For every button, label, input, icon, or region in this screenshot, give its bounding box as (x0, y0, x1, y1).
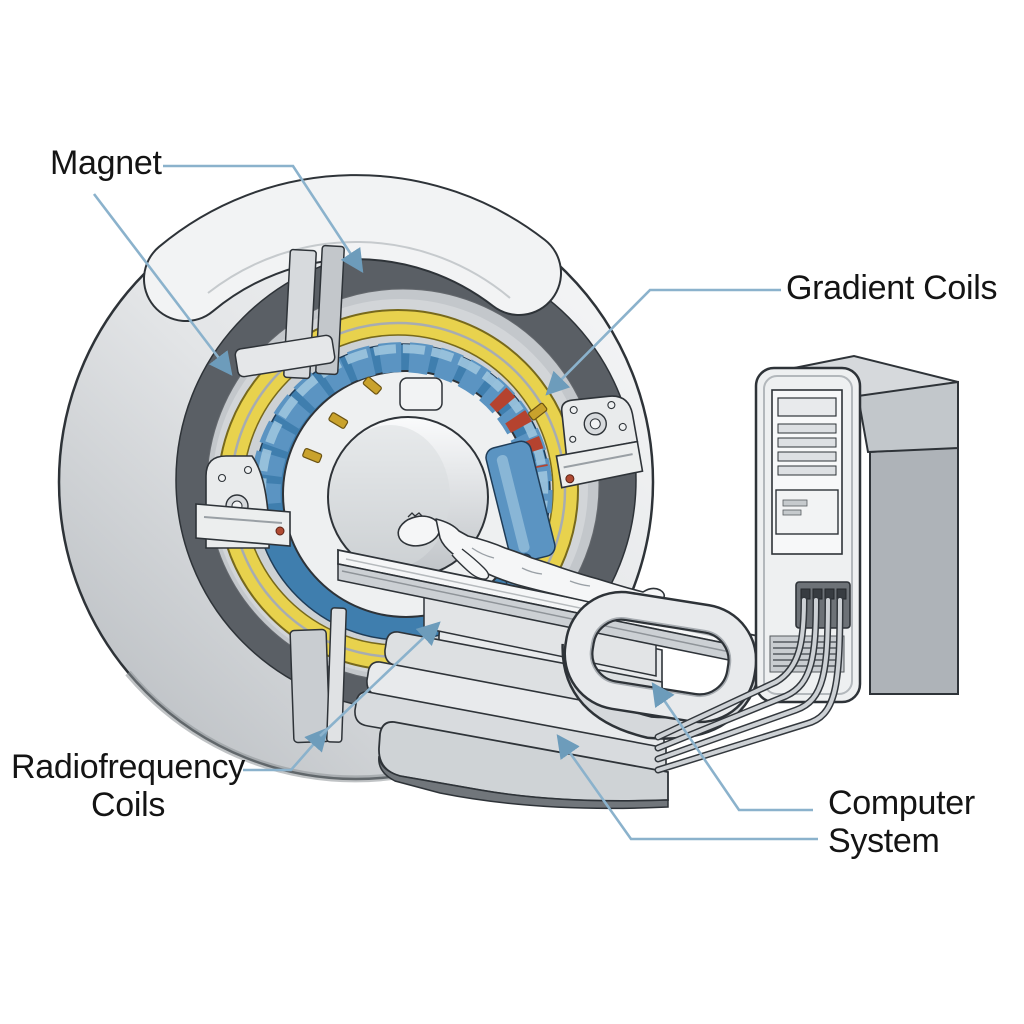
left-bracket (195, 455, 291, 549)
right-bracket (555, 395, 644, 489)
label-radiofrequency-coils: Radiofrequency Coils (6, 748, 250, 824)
patient-face-detail (407, 512, 423, 518)
bore-inner-shadow (330, 425, 450, 569)
label-computer-system: Computer System (828, 784, 975, 860)
magnet-leader-b (92, 193, 233, 376)
drive-bay-slot (777, 465, 837, 476)
label-computer-system-line2: System (828, 822, 940, 860)
patient-arm (451, 548, 490, 580)
vent-grille (769, 635, 845, 673)
drive-bay-slot (777, 451, 837, 462)
computer-front-inset (763, 375, 853, 695)
drive-bay-slot (777, 397, 837, 417)
indicator-dot (275, 526, 285, 536)
computer-leader-a (651, 682, 813, 812)
computer-tower (754, 354, 959, 704)
bore-top-tab (399, 377, 443, 411)
indicator-dot (565, 474, 575, 484)
computer-leader-b (556, 734, 818, 841)
rf-coils-leader-b (319, 621, 441, 737)
label-radiofrequency-coils-line2: Coils (90, 786, 166, 824)
label-magnet: Magnet (50, 144, 162, 182)
label-radiofrequency-coils-line1: Radiofrequency (11, 748, 245, 786)
housing-cutaway-slab (143, 174, 562, 322)
rf-coils-leader-a (243, 727, 329, 772)
drive-bay-slot (777, 437, 837, 448)
rf-coil-loops-highlight (257, 344, 549, 559)
rf-coil-loops (250, 342, 553, 568)
gradient-coils-leader (545, 288, 781, 396)
label-gradient-coils: Gradient Coils (786, 269, 998, 307)
red-coil-elements (489, 387, 548, 471)
label-computer-system-line1: Computer (828, 784, 975, 822)
computer-back-box (869, 444, 959, 695)
coil-connectors (302, 376, 548, 464)
patient-torso-lines (471, 547, 591, 587)
patient-body (435, 518, 666, 613)
pedestal-plinth-base (378, 755, 669, 810)
leader-lines (92, 164, 818, 841)
magnet-leader-a (163, 164, 364, 273)
connection-cables (654, 596, 844, 774)
drive-bay-slot (777, 423, 837, 434)
computer-side-face (856, 380, 959, 454)
patient-figure (397, 512, 666, 613)
cutaway-struts (234, 244, 347, 744)
